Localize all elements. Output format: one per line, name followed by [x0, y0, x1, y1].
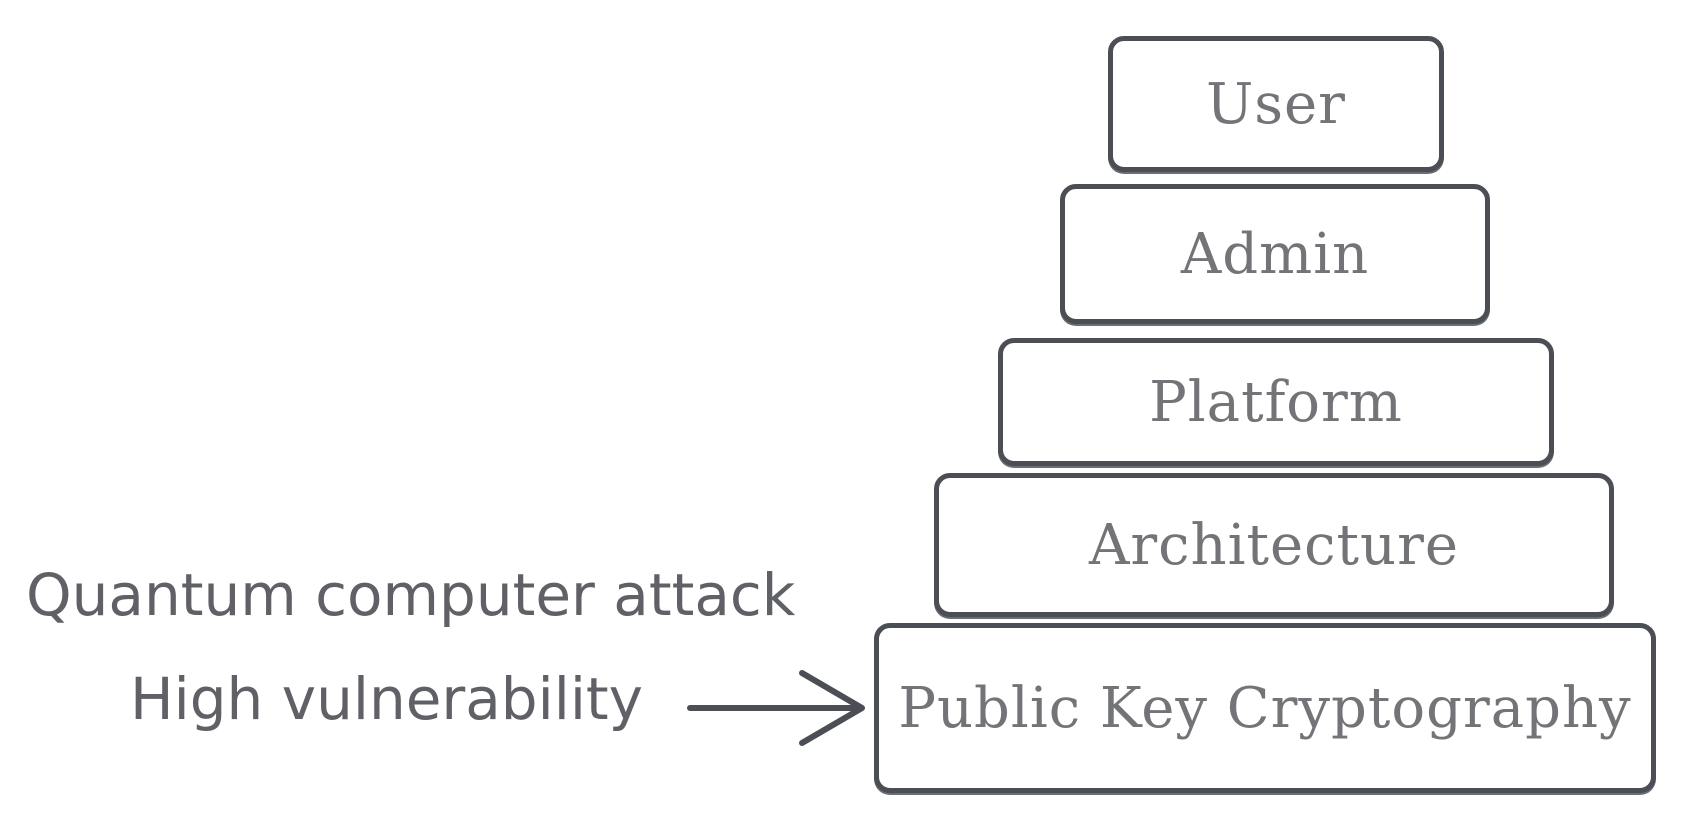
layer-user: User [1108, 36, 1444, 172]
layer-platform-label: Platform [1149, 369, 1403, 435]
layer-platform: Platform [998, 338, 1554, 466]
attack-annotation: Quantum computer attack [26, 561, 796, 629]
arrow-head [799, 670, 865, 746]
layer-admin-label: Admin [1180, 221, 1370, 287]
layer-architecture-label: Architecture [1088, 512, 1460, 578]
layer-architecture: Architecture [934, 473, 1614, 617]
vulnerability-annotation: High vulnerability [130, 665, 643, 733]
arrow-right-icon [687, 670, 865, 746]
layer-user-label: User [1206, 71, 1346, 137]
layer-public-key-cryptography-label: Public Key Cryptography [898, 675, 1632, 741]
layer-public-key-cryptography: Public Key Cryptography [874, 623, 1656, 793]
layer-admin: Admin [1060, 184, 1490, 324]
